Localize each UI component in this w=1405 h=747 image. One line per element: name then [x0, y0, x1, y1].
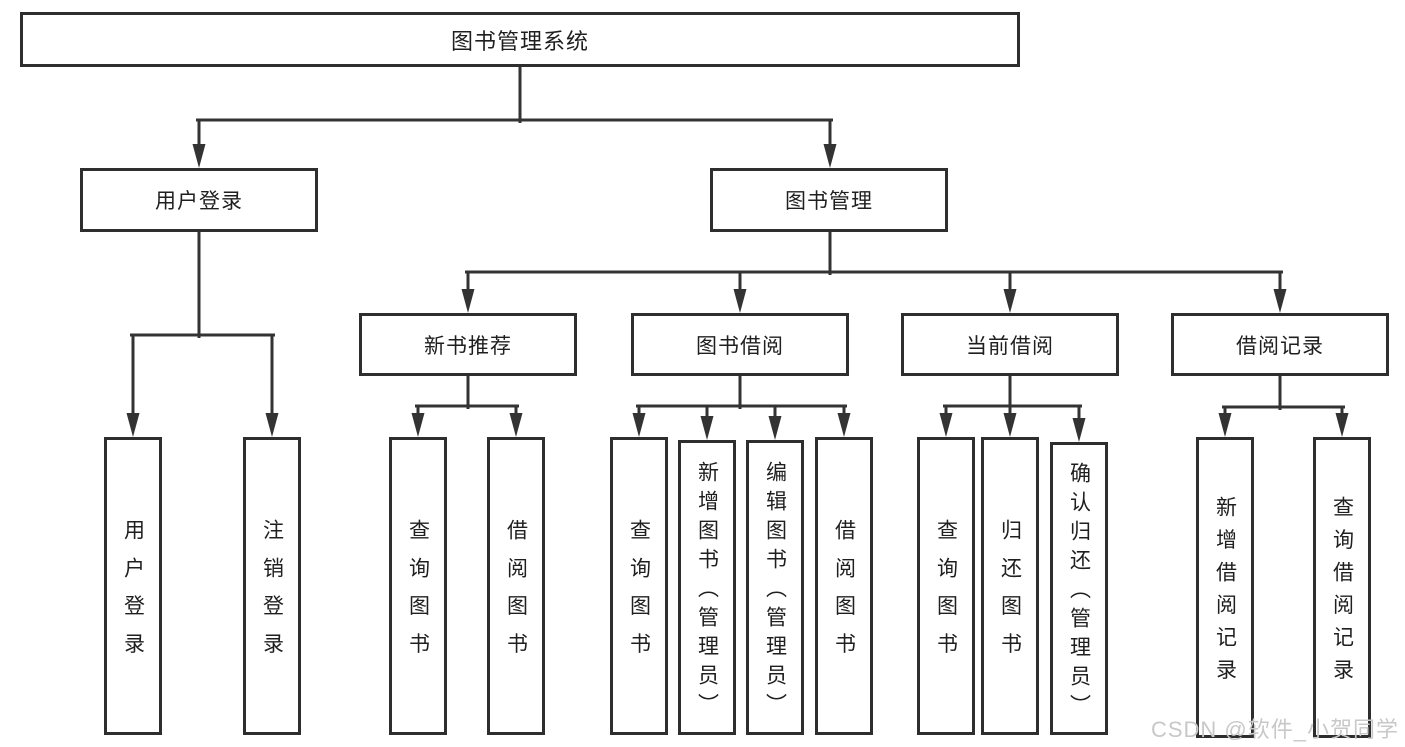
node-leaf-query-borrow-record: 查询借阅记录 — [1313, 437, 1371, 738]
node-leaf-add-borrow-record: 新增借阅记录 — [1196, 437, 1254, 738]
node-leaf-label: 归还图书 — [998, 518, 1022, 670]
node-leaf-label: 注销登录 — [260, 518, 284, 670]
node-leaf-label: 查询借阅记录 — [1330, 495, 1354, 691]
connector-root-to-level2 — [192, 65, 837, 168]
node-root-label: 图书管理系统 — [450, 28, 589, 54]
node-book-borrow-label: 图书借阅 — [696, 334, 784, 358]
csdn-watermark: CSDN @软件_小贺同学 — [1150, 717, 1399, 742]
node-user-login-label: 用户登录 — [155, 190, 243, 213]
node-leaf-label: 借阅图书 — [832, 518, 856, 670]
node-leaf-confirm-return-admin: 确认归还（管理员） — [1050, 442, 1108, 735]
node-leaf-label: 查询图书 — [406, 518, 430, 670]
node-leaf-add-book-admin: 新增图书（管理员） — [678, 440, 736, 735]
node-new-book-recommend: 新书推荐 — [359, 313, 577, 376]
connector-book-borrow-to-leaves — [632, 374, 851, 440]
node-user-login: 用户登录 — [80, 168, 318, 232]
node-leaf-query-books-2: 查询图书 — [610, 437, 668, 735]
node-leaf-label: 查询图书 — [934, 518, 958, 670]
node-book-management-label: 图书管理 — [785, 190, 873, 213]
node-leaf-label: 新增借阅记录 — [1213, 495, 1237, 691]
node-borrow-records: 借阅记录 — [1171, 313, 1389, 376]
node-leaf-return-books: 归还图书 — [981, 437, 1039, 735]
node-leaf-query-books-3: 查询图书 — [917, 437, 975, 735]
connector-new-book-to-leaves — [411, 374, 523, 437]
connector-user-login-to-leaves — [126, 230, 279, 437]
node-leaf-label: 编辑图书（管理员） — [763, 461, 787, 722]
node-leaf-label: 确认归还（管理员） — [1067, 462, 1091, 723]
node-leaf-edit-book-admin: 编辑图书（管理员） — [746, 440, 804, 735]
node-book-borrow: 图书借阅 — [631, 313, 849, 376]
connector-current-borrow-to-leaves — [939, 374, 1086, 442]
node-book-management: 图书管理 — [710, 168, 948, 232]
node-new-book-recommend-label: 新书推荐 — [424, 334, 512, 358]
node-leaf-borrow-books-2: 借阅图书 — [815, 437, 873, 735]
connector-book-mgmt-to-level3 — [461, 230, 1287, 313]
node-root: 图书管理系统 — [20, 12, 1020, 67]
node-leaf-label: 查询图书 — [627, 518, 651, 670]
node-leaf-logout: 注销登录 — [243, 437, 301, 735]
node-current-borrow-label: 当前借阅 — [966, 334, 1054, 358]
node-borrow-records-label: 借阅记录 — [1236, 334, 1324, 358]
node-leaf-label: 用户登录 — [121, 518, 145, 670]
connector-borrow-records-to-leaves — [1218, 374, 1349, 437]
node-leaf-label: 新增图书（管理员） — [695, 461, 719, 722]
node-leaf-borrow-books-1: 借阅图书 — [487, 437, 545, 735]
node-leaf-query-books-1: 查询图书 — [389, 437, 447, 735]
node-leaf-label: 借阅图书 — [504, 518, 528, 670]
node-leaf-user-login: 用户登录 — [104, 437, 162, 735]
node-current-borrow: 当前借阅 — [901, 313, 1119, 376]
